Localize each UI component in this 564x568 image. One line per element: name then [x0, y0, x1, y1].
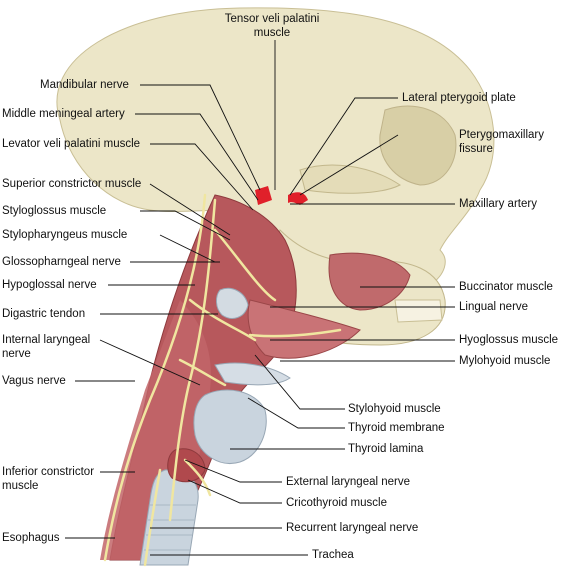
label-buccinator: Buccinator muscle [459, 281, 553, 293]
label-mylohyoid: Mylohyoid muscle [459, 355, 551, 367]
label-thyroid-membrane: Thyroid membrane [348, 422, 445, 434]
label-thyroid-lamina: Thyroid lamina [348, 443, 424, 455]
digastric-shape [216, 287, 249, 319]
label-hyoglossus: Hyoglossus muscle [459, 334, 559, 346]
hyoid [214, 362, 291, 386]
teeth [394, 299, 443, 323]
label-stylopharyngeus: Stylopharyngeus muscle [2, 229, 128, 241]
label-middle-meningeal-artery: Middle meningeal artery [2, 108, 125, 120]
label-esophagus: Esophagus [2, 532, 60, 544]
label-lateral-pterygoid-plate: Lateral pterygoid plate [402, 92, 516, 104]
label-stylohyoid: Stylohyoid muscle [348, 403, 441, 415]
trachea-rings [144, 504, 196, 551]
label-vagus-nerve: Vagus nerve [2, 375, 66, 387]
label-cricothyroid: Cricothyroid muscle [286, 497, 387, 509]
label-internal-laryngeal: Internal laryngeal nerve [2, 334, 91, 360]
label-levator-veli-palatini: Levator veli palatini muscle [2, 138, 141, 150]
orbit [379, 105, 457, 186]
label-glossopharyngeal: Glossopharngeal nerve [2, 256, 121, 268]
nerves [103, 193, 342, 567]
label-superior-constrictor: Superior constrictor muscle [2, 178, 142, 190]
label-recurrent-laryngeal: Recurrent laryngeal nerve [286, 522, 419, 534]
zygomatic-arch [299, 164, 401, 194]
label-pterygomaxillary-fissure: Pterygomaxillary fissure [459, 129, 544, 155]
label-trachea: Trachea [312, 549, 354, 561]
label-mandibular-nerve: Mandibular nerve [40, 79, 129, 91]
pterygoid-accent [288, 192, 308, 205]
label-lingual-nerve: Lingual nerve [459, 301, 529, 313]
label-tensor-veli-palatini: Tensor veli palatini muscle [224, 13, 320, 39]
label-external-laryngeal: External laryngeal nerve [286, 476, 411, 488]
label-hypoglossal: Hypoglossal nerve [2, 279, 97, 291]
label-maxillary-artery: Maxillary artery [459, 198, 537, 210]
leader-lines [65, 40, 455, 556]
thyroid-cartilage [193, 389, 267, 464]
label-styloglossus: Styloglossus muscle [2, 205, 107, 217]
label-digastric-tendon: Digastric tendon [2, 308, 86, 320]
label-inferior-constrictor: Inferior constrictor muscle [2, 466, 95, 492]
buccinator-shape [328, 252, 411, 311]
maxillary-artery-shape [255, 186, 272, 205]
